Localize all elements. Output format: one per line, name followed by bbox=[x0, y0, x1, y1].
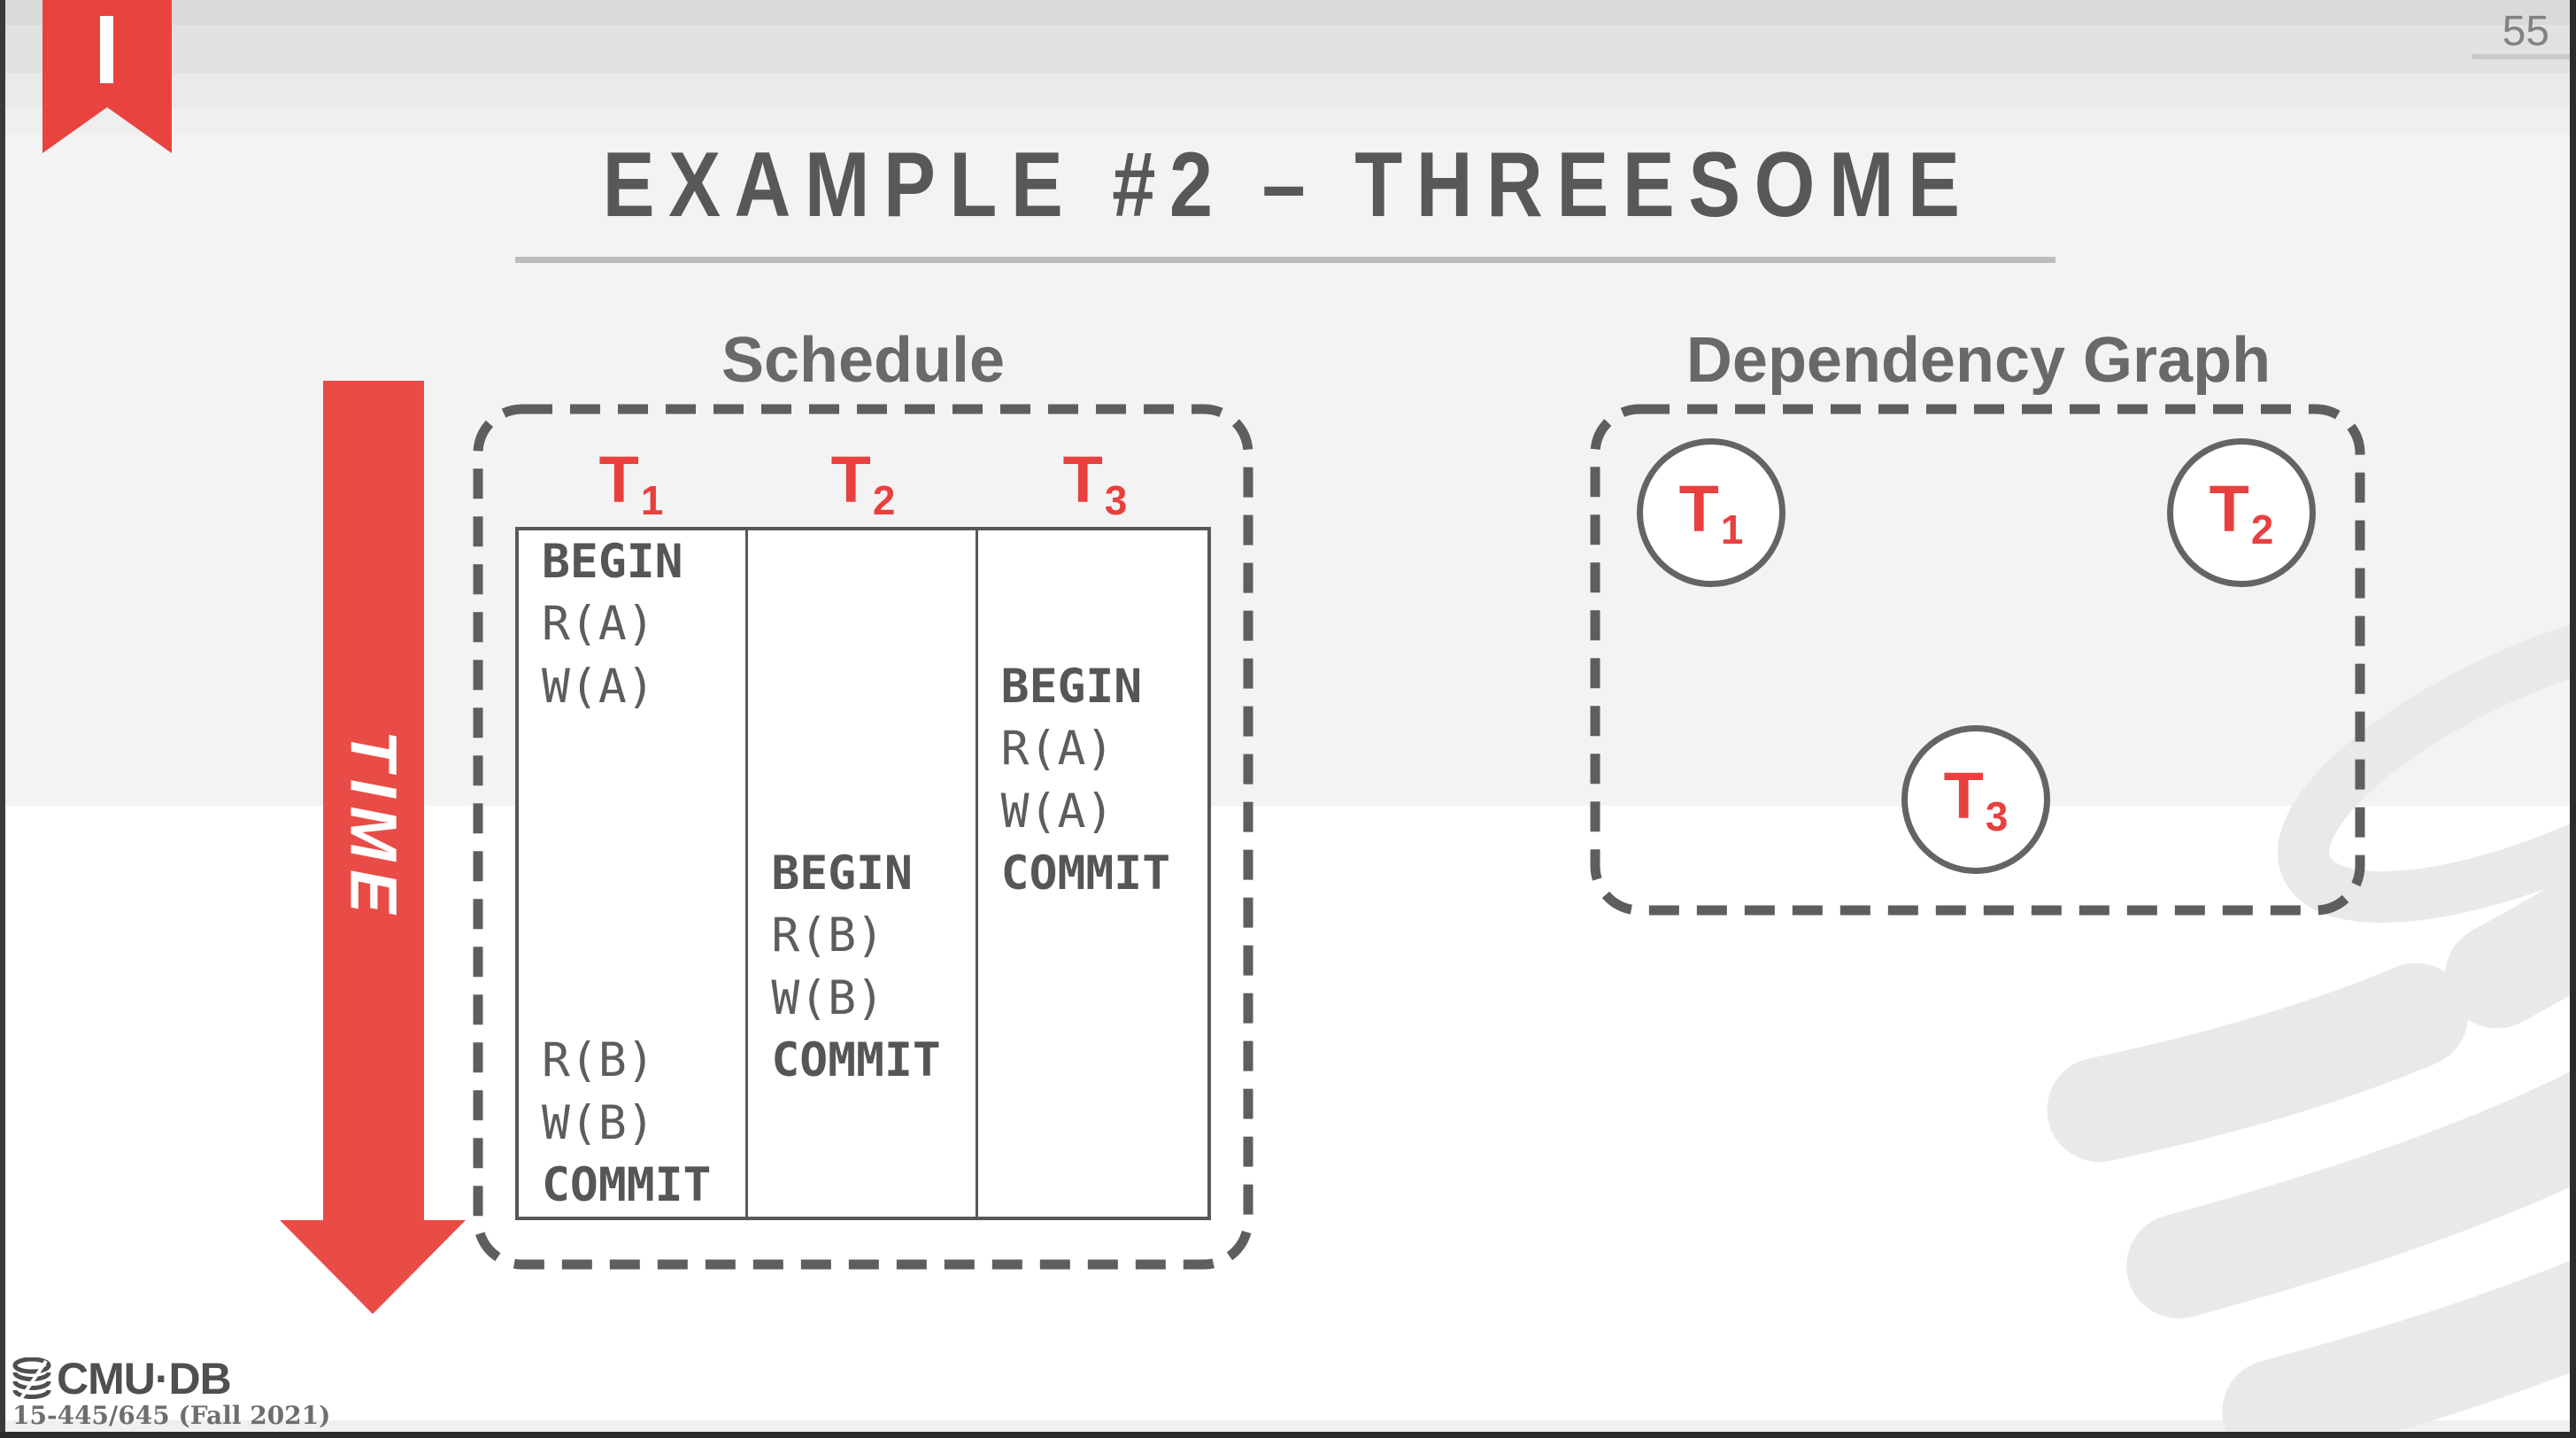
schedule-op: W(A) bbox=[542, 659, 655, 714]
schedule-heading: Schedule bbox=[721, 325, 1006, 396]
time-arrow-head bbox=[280, 1220, 466, 1314]
database-icon bbox=[12, 1357, 51, 1400]
schedule-op: COMMIT bbox=[542, 1158, 712, 1213]
column-header-t3: T3 bbox=[1062, 443, 1128, 523]
schedule-op: BEGIN bbox=[1000, 659, 1143, 714]
schedule-op: W(B) bbox=[542, 1095, 655, 1150]
window-edge-left bbox=[0, 0, 5, 1438]
schedule-op: BEGIN bbox=[542, 534, 683, 589]
page-number-rule bbox=[2472, 54, 2572, 59]
schedule-op: W(A) bbox=[1000, 784, 1114, 839]
page-number: 55 bbox=[2502, 8, 2549, 55]
schedule-op: COMMIT bbox=[1000, 846, 1171, 901]
course-label: 15-445/645 (Fall 2021) bbox=[12, 1401, 331, 1430]
dependency-node-t1: T1 bbox=[1637, 438, 1785, 587]
title-underline bbox=[515, 257, 2055, 263]
window-edge-bottom bbox=[0, 1432, 2576, 1438]
time-label: TIME bbox=[336, 730, 411, 923]
dependency-graph-dashed-box bbox=[1590, 404, 2365, 916]
bookmark-bar-icon bbox=[100, 16, 113, 83]
window-edge-right bbox=[2570, 0, 2576, 1438]
schedule-op: R(B) bbox=[542, 1033, 655, 1088]
column-header-t1: T1 bbox=[598, 443, 664, 523]
schedule-op: W(B) bbox=[771, 970, 884, 1025]
schedule-op: BEGIN bbox=[771, 846, 913, 901]
schedule-column-t3: BEGIN R(A) W(A) COMMIT bbox=[978, 530, 1207, 1217]
schedule-column-headers: T1 T2 T3 bbox=[515, 445, 1211, 526]
time-arrow-shaft bbox=[323, 381, 424, 1221]
column-header-t2: T2 bbox=[830, 443, 896, 523]
schedule-op: R(B) bbox=[771, 908, 884, 963]
schedule-column-t1: BEGIN R(A) W(A) R(B) W(B) COMMIT bbox=[519, 530, 749, 1217]
dependency-graph-heading: Dependency Graph bbox=[1685, 325, 2271, 396]
slide-title: EXAMPLE #2 – THREESOME bbox=[602, 134, 1974, 236]
schedule-op: COMMIT bbox=[771, 1033, 941, 1088]
cmu-db-logo: CMU·DB bbox=[11, 1353, 232, 1404]
cmu-db-logo-text: CMU·DB bbox=[57, 1354, 232, 1403]
schedule-column-t2: BEGIN R(B) W(B) COMMIT bbox=[748, 530, 978, 1217]
schedule-op: R(A) bbox=[542, 597, 655, 652]
schedule-table: BEGIN R(A) W(A) R(B) W(B) COMMIT BEGIN R(B) W(B… bbox=[515, 527, 1211, 1220]
dependency-node-t3: T3 bbox=[1901, 725, 2050, 874]
schedule-op: R(A) bbox=[1000, 722, 1114, 777]
schedule-dashed-box bbox=[473, 404, 1253, 1270]
dependency-node-t2: T2 bbox=[2167, 438, 2316, 587]
